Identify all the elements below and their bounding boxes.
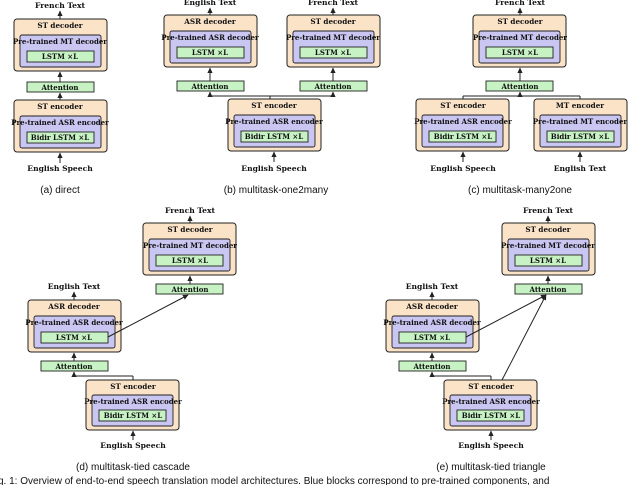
st-decoder-block: ST decoder Pre-trained MT decoder LSTM ×… [286,14,381,68]
st-decoder-label: ST decoder [310,17,355,26]
lstm-label: LSTM ×L [172,256,208,265]
output-french-text: French Text [495,0,546,7]
st-decoder-block: ST decoder Pre-trained MT decoder LSTM ×… [13,18,108,72]
pretrained-mt-decoder-label: Pre-trained MT decoder [286,33,380,42]
bidir-lstm-label: Bidir LSTM ×L [245,132,303,141]
diagram-one2many: English Text ASR decoder Pre-trained ASR… [161,0,381,196]
pretrained-asr-decoder-label: Pre-trained ASR decoder [161,33,259,42]
diagram-many2one: French Text ST decoder Pre-trained MT de… [414,0,628,196]
pretrained-asr-encoder-label: Pre-trained ASR encoder [11,118,109,127]
pretrained-asr-encoder-label: Pre-trained ASR encoder [84,397,182,406]
asr-decoder-label: ASR decoder [405,302,458,311]
st-encoder-label: ST encoder [251,101,297,110]
pretrained-asr-encoder-label: Pre-trained ASR encoder [414,117,512,126]
caption-direct: (a) direct [40,185,80,196]
caption-tied-cascade: (d) multitask-tied cascade [76,462,190,473]
input-english-text: English Text [554,164,607,173]
st-encoder-label: ST encoder [468,382,514,391]
st-encoder-block: ST encoder Pre-trained ASR encoder Bidir… [84,379,182,431]
asr-decoder-block: ASR decoder Pre-trained ASR decoder LSTM… [161,14,259,68]
mt-encoder-block: MT encoder Pre-trained MT encoder Bidir … [533,98,628,152]
st-decoder-label: ST decoder [525,225,570,234]
output-french-text: French Text [523,206,574,215]
bidir-lstm-label: Bidir LSTM ×L [434,132,492,141]
output-english-text: English Text [48,282,101,291]
lstm-label: LSTM ×L [414,333,450,342]
st-decoder-label: ST decoder [167,225,212,234]
input-english-speech: English Speech [430,164,496,173]
output-french-text: French Text [35,1,86,10]
asr-decoder-label: ASR decoder [183,17,236,26]
output-french-text: French Text [165,206,216,215]
pretrained-mt-decoder-label: Pre-trained MT decoder [143,241,237,250]
output-english-text: English Text [184,0,237,7]
lstm-label: LSTM ×L [315,48,351,57]
st-decoder-block: ST decoder Pre-trained MT decoder LSTM ×… [142,222,237,276]
diagram-tied-triangle: French Text ST decoder Pre-trained MT de… [383,206,596,473]
pretrained-asr-encoder-label: Pre-trained ASR encoder [442,397,540,406]
pretrained-mt-decoder-label: Pre-trained MT decoder [13,37,107,46]
bidir-lstm-label: Bidir LSTM ×L [551,132,609,141]
output-french-text: French Text [308,0,359,7]
st-encoder-block: ST encoder Pre-trained ASR encoder Bidir… [414,98,512,152]
pretrained-mt-encoder-label: Pre-trained MT encoder [533,117,628,126]
figure-caption: g. 1: Overview of end-to-end speech tran… [0,476,549,485]
lstm-label: LSTM ×L [192,48,228,57]
attention-label: Attention [55,362,93,371]
pretrained-asr-encoder-label: Pre-trained ASR encoder [225,117,323,126]
pretrained-mt-decoder-label: Pre-trained MT decoder [473,33,567,42]
pretrained-asr-decoder-label: Pre-trained ASR decoder [25,318,123,327]
caption-one2many: (b) multitask-one2many [224,185,328,196]
lstm-label: LSTM ×L [502,48,538,57]
st-encoder-block: ST encoder Pre-trained ASR encoder Bidir… [225,98,323,152]
attention-label: Attention [501,82,539,91]
pretrained-mt-decoder-label: Pre-trained MT decoder [501,241,595,250]
st-decoder-block: ST decoder Pre-trained MT decoder LSTM ×… [472,14,567,68]
caption-many2one: (c) multitask-many2one [468,185,572,196]
bidir-lstm-label: Bidir LSTM ×L [104,411,162,420]
diagram-tied-cascade: French Text ST decoder Pre-trained MT de… [25,206,237,473]
input-english-speech: English Speech [27,164,93,173]
caption-tied-triangle: (e) multitask-tied triangle [436,462,546,473]
attention-label: Attention [314,82,352,91]
bidir-lstm-label: Bidir LSTM ×L [31,133,89,142]
asr-decoder-block: ASR decoder Pre-trained ASR decoder LSTM… [383,299,481,353]
lstm-label: LSTM ×L [56,333,92,342]
attention-label: Attention [171,285,209,294]
output-english-text: English Text [406,282,459,291]
attention-label: Attention [191,82,229,91]
lstm-label: LSTM ×L [42,52,78,61]
input-english-speech: English Speech [241,164,307,173]
input-english-speech: English Speech [100,441,166,450]
diagram-direct: French Text ST decoder Pre-trained MT de… [11,1,109,196]
st-encoder-label: ST encoder [440,101,486,110]
st-decoder-label: ST decoder [37,21,82,30]
attention-label: Attention [413,362,451,371]
input-english-speech: English Speech [458,441,524,450]
mt-encoder-label: MT encoder [556,101,604,110]
pretrained-asr-decoder-label: Pre-trained ASR decoder [383,318,481,327]
attention-label: Attention [41,83,79,92]
attention-label: Attention [529,285,567,294]
bidir-lstm-label: Bidir LSTM ×L [462,411,520,420]
st-decoder-label: ST decoder [497,17,542,26]
st-decoder-block: ST decoder Pre-trained MT decoder LSTM ×… [501,222,596,276]
lstm-label: LSTM ×L [530,256,566,265]
st-encoder-label: ST encoder [37,102,83,111]
asr-decoder-block: ASR decoder Pre-trained ASR decoder LSTM… [25,299,123,353]
st-encoder-block: ST encoder Pre-trained ASR encoder Bidir… [11,99,109,153]
asr-decoder-label: ASR decoder [47,302,100,311]
st-encoder-block: ST encoder Pre-trained ASR encoder Bidir… [442,379,540,431]
st-encoder-label: ST encoder [110,382,156,391]
